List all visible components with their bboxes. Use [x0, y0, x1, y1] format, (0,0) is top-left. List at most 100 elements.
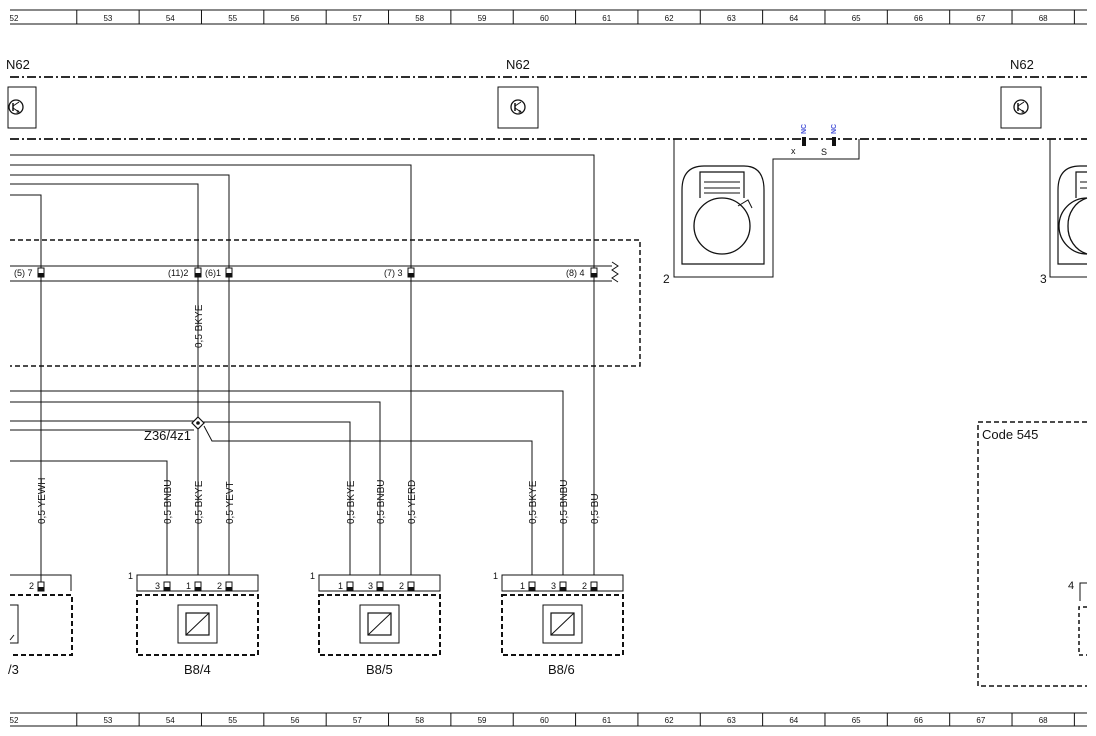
splice-label: Z36/4z1	[144, 428, 191, 443]
ruler-label: 62	[665, 14, 674, 23]
ruler-label: 67	[976, 14, 985, 23]
n62-module: N62 N62 N62	[6, 57, 1087, 140]
ruler-label: 53	[103, 716, 112, 725]
ruler-label: 62	[665, 716, 674, 725]
ruler-label: 64	[789, 14, 798, 23]
ruler-label: 66	[914, 716, 923, 725]
ruler-label: 56	[291, 716, 300, 725]
connector-pin-p3: (7) 3	[384, 267, 415, 278]
ruler-label: 59	[478, 14, 487, 23]
ruler-label: 55	[228, 14, 237, 23]
sensor-b8-4: 1 3 1 2 B8/4	[128, 571, 259, 677]
bottom-ruler: 525354555657585960616263646566676869	[10, 712, 1087, 727]
pin-number: 1	[520, 581, 525, 591]
code-label: Code 545	[982, 427, 1038, 442]
code-545-box: Code 545 4	[977, 421, 1087, 687]
wire-label: 0,5 BNBU	[376, 480, 387, 524]
ruler-label: 61	[602, 14, 611, 23]
sensor-label: B8/4	[184, 662, 211, 677]
actuator-2: NC NC x S 2	[663, 124, 860, 286]
connector-box	[10, 239, 641, 367]
ruler-label: 63	[727, 14, 736, 23]
pin-number: 3	[368, 581, 373, 591]
sensor-corner-number: 1	[310, 571, 315, 581]
pin-label: (5) 7	[14, 268, 33, 278]
ruler-label: 53	[103, 14, 112, 23]
pin-label: (8) 4	[566, 268, 585, 278]
n62-label-right: N62	[1010, 57, 1034, 72]
lower-wire-labels: 0,5 YEWH 0,5 BNBU 0,5 BKYE 0,5 YEVT 0,5 …	[37, 478, 601, 525]
sensor-corner-number: 1	[493, 571, 498, 581]
ruler-label: 58	[415, 14, 424, 23]
transistor-icon	[497, 86, 539, 129]
sensor-label: B8/6	[548, 662, 575, 677]
wire-label: 0,5 BKYE	[528, 480, 539, 524]
ruler-label: 54	[166, 14, 175, 23]
hall-sensor-icon	[542, 604, 583, 644]
ruler-label: 59	[478, 716, 487, 725]
ruler-label: 63	[727, 716, 736, 725]
sensor-corner-number: 1	[128, 571, 133, 581]
wire-label-upper: 0,5 BKYE	[194, 304, 205, 348]
upper-wires	[10, 154, 595, 272]
nc-label: NC	[831, 124, 838, 134]
pin-label: (6)1	[205, 268, 221, 278]
n62-label-left: N62	[6, 57, 30, 72]
transistor-icon	[1000, 86, 1042, 129]
wire-label: 0,5 YEVT	[225, 481, 236, 524]
pin-number: 1	[338, 581, 343, 591]
wire-label: 0,5 YERD	[407, 480, 418, 524]
ruler-label: 60	[540, 14, 549, 23]
terminal-x-label: x	[791, 146, 796, 156]
pin-label: (11)2	[168, 268, 188, 278]
harness-wires	[10, 277, 595, 585]
pin-number: 2	[29, 581, 34, 591]
wire-label: 0,5 BU	[590, 493, 601, 524]
ruler-label: 67	[976, 716, 985, 725]
pin-number: 2	[399, 581, 404, 591]
wire-label: 0,5 BKYE	[346, 480, 357, 524]
wire-label: 0,5 BKYE	[194, 480, 205, 524]
pin-number: 3	[551, 581, 556, 591]
wire-label: 0,5 BNBU	[559, 480, 570, 524]
sensor-label: B8/5	[366, 662, 393, 677]
ruler-label: 64	[789, 716, 798, 725]
top-ruler: 525354555657585960616263646566676869	[10, 9, 1087, 25]
actuator-3: 3	[1040, 139, 1088, 286]
actuator-motor-icon	[681, 165, 765, 265]
wire-label: 0,5 YEWH	[37, 478, 48, 525]
ruler-label: 54	[166, 716, 175, 725]
ruler-label: 66	[914, 14, 923, 23]
actuator-3-label: 3	[1040, 272, 1047, 286]
ruler-label: 60	[540, 716, 549, 725]
wire-label: 0,5 BNBU	[163, 480, 174, 524]
sensor-b8-5: 1 1 3 2 B8/5	[310, 571, 441, 677]
nc-label: NC	[801, 124, 808, 134]
transistor-icon	[7, 86, 37, 129]
ruler-label: 55	[228, 716, 237, 725]
pin-label: (7) 3	[384, 268, 403, 278]
pin-number: 2	[217, 581, 222, 591]
ruler-label: 58	[415, 716, 424, 725]
pin-number: 1	[186, 581, 191, 591]
ruler-label: 65	[852, 716, 861, 725]
sensor-label: /3	[8, 662, 19, 677]
connector-pin-p2: (11)2	[168, 267, 202, 278]
ruler-label: 56	[291, 14, 300, 23]
ruler-label: 57	[353, 14, 362, 23]
actuator-motor-icon	[1057, 165, 1088, 265]
n62-label-center: N62	[506, 57, 530, 72]
ruler-label: 52	[10, 716, 19, 725]
pin-number: 4	[1068, 580, 1074, 592]
pin-number: 3	[155, 581, 160, 591]
sensor-b8-6: 1 1 3 2 B8/6	[493, 571, 624, 677]
connector-pin-p1: (6)1	[205, 267, 233, 278]
splice-z36-4z1: Z36/4z1	[144, 416, 205, 443]
connector-pin-p4: (8) 4	[566, 267, 598, 278]
ruler-label: 65	[852, 14, 861, 23]
ruler-label: 68	[1039, 716, 1048, 725]
pin-number: 2	[582, 581, 587, 591]
ruler-label: 61	[602, 716, 611, 725]
hall-sensor-icon	[359, 604, 400, 644]
